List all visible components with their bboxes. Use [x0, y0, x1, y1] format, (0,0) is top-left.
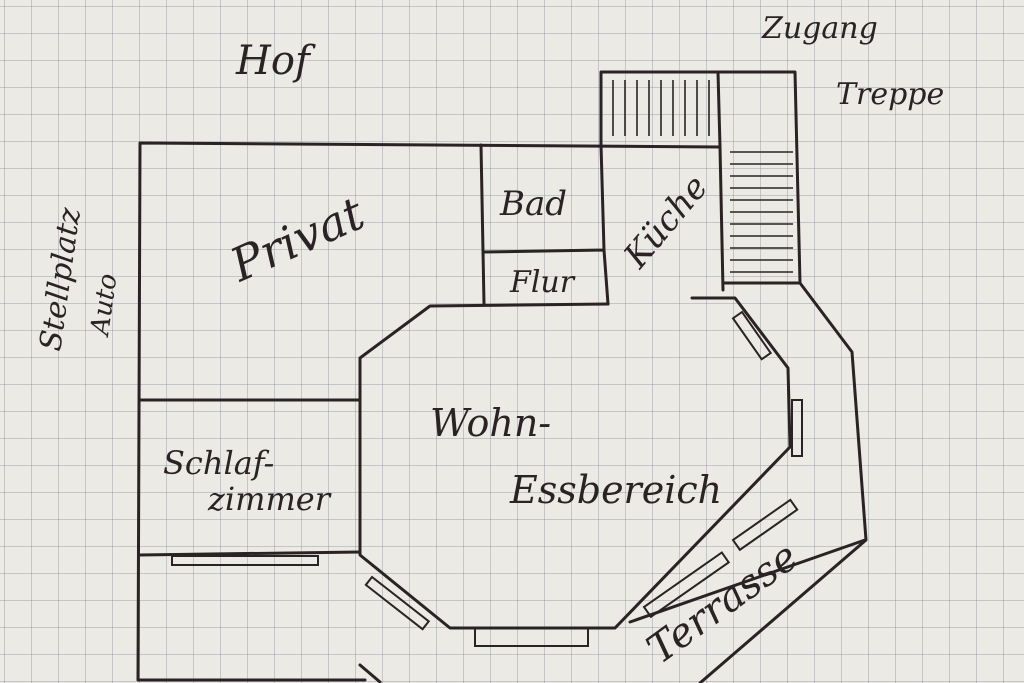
window-bottom [474, 627, 589, 647]
label-zimmer: zimmer [207, 480, 332, 518]
bad-flur-walls [479, 143, 610, 306]
label-flur: Flur [509, 265, 576, 300]
window-diag-right-2 [731, 498, 799, 552]
label-bad: Bad [499, 184, 567, 224]
labels: Hof Zugang Treppe Stellplatz Auto Privat… [33, 11, 944, 673]
stair-outline [599, 70, 802, 285]
window-diag-left [364, 575, 431, 631]
stair-hatching-horizontal [730, 151, 793, 273]
walls [136, 70, 868, 683]
stair-hatching-vertical [612, 80, 710, 136]
bottom-diagonal-wall [358, 663, 382, 683]
terrace-outline [628, 281, 868, 683]
label-hof: Hof [235, 38, 316, 84]
label-zugang: Zugang [761, 11, 878, 46]
label-wohn: Wohn- [430, 401, 551, 445]
label-kueche: Küche [616, 168, 716, 277]
label-auto: Auto [85, 272, 124, 339]
window-right-side [791, 399, 803, 457]
label-stellplatz: Stellplatz [33, 205, 88, 353]
window-right-diag [731, 310, 773, 361]
label-treppe: Treppe [836, 77, 944, 112]
label-schlaf: Schlaf- [163, 444, 274, 482]
window-diag-right-1 [642, 551, 731, 619]
label-privat: Privat [222, 186, 373, 293]
label-essbereich: Essbereich [509, 468, 722, 512]
schlafzimmer-bottom-wall [138, 550, 362, 557]
windows [171, 310, 803, 647]
living-area-wall [358, 296, 792, 630]
window-schlafzimmer [171, 555, 319, 566]
